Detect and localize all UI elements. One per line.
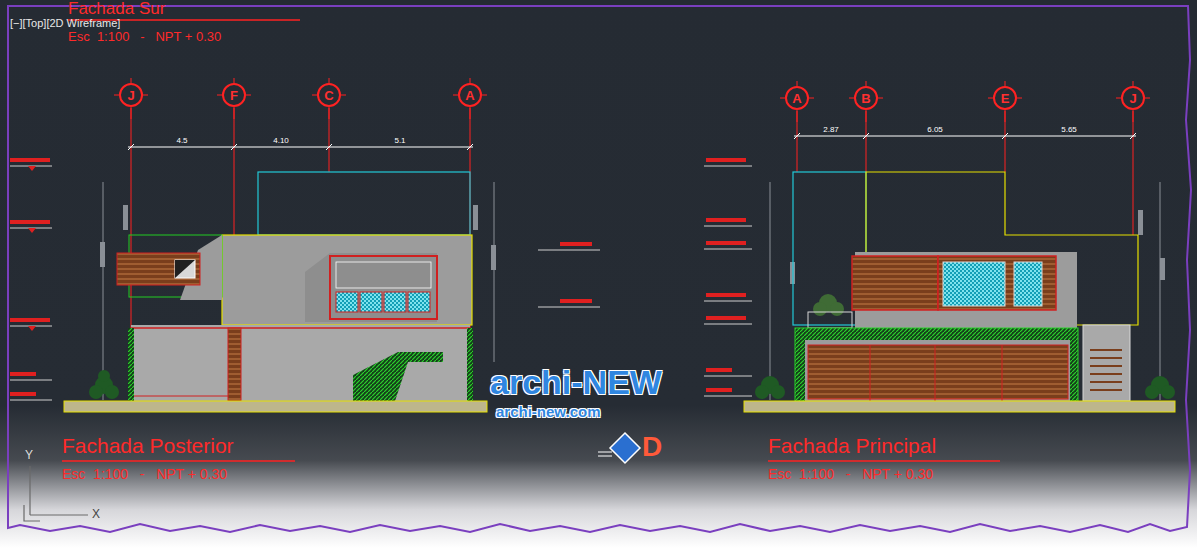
grid-tick bbox=[246, 95, 251, 96]
grid-bubble: C bbox=[317, 83, 341, 107]
grid-bubble: J bbox=[119, 83, 143, 107]
grid-tick bbox=[143, 95, 148, 96]
grid-tick bbox=[482, 95, 487, 96]
scale-note: Esc 1:100 - NPT + 0.30 bbox=[68, 30, 221, 44]
grid-bubble: F bbox=[222, 83, 246, 107]
view-title: Fachada Principal bbox=[768, 434, 936, 457]
dimension: 5.1 bbox=[394, 137, 405, 146]
grid-tick bbox=[1133, 110, 1134, 122]
scale-note: Esc 1:100 - NPT + 0.30 bbox=[62, 467, 227, 482]
grid-tick bbox=[131, 107, 132, 119]
grid-tick bbox=[341, 95, 346, 96]
grid-tick bbox=[797, 110, 798, 122]
grid-bubble: E bbox=[993, 86, 1017, 110]
view-title: Fachada Sur bbox=[68, 0, 165, 19]
watermark: archi-NEW bbox=[490, 364, 662, 401]
grid-letter: C bbox=[324, 89, 333, 102]
dimension: 6.05 bbox=[927, 126, 943, 135]
grid-letter: J bbox=[127, 89, 134, 102]
grid-tick bbox=[470, 107, 471, 119]
dimension: 4.5 bbox=[176, 137, 187, 146]
dimension: 2.87 bbox=[823, 126, 839, 135]
grid-letter: J bbox=[1129, 92, 1136, 105]
grid-tick bbox=[1017, 98, 1022, 99]
dimension: 4.10 bbox=[273, 137, 289, 146]
logo-letter: D bbox=[642, 432, 662, 463]
grid-bubble: A bbox=[458, 83, 482, 107]
grid-tick bbox=[329, 107, 330, 119]
grid-bubble: J bbox=[1121, 86, 1145, 110]
grid-tick bbox=[878, 98, 883, 99]
grid-letter: B bbox=[861, 92, 870, 105]
viewport-label: [−][Top][2D Wireframe] bbox=[10, 17, 120, 29]
axis-letter: Y bbox=[25, 449, 33, 462]
axis-letter: X bbox=[92, 508, 100, 521]
grid-bubble: B bbox=[854, 86, 878, 110]
grid-bubble: A bbox=[785, 86, 809, 110]
grid-tick bbox=[866, 110, 867, 122]
watermark-url: archi-new.com bbox=[496, 404, 600, 421]
grid-letter: E bbox=[1001, 92, 1010, 105]
grid-tick bbox=[234, 107, 235, 119]
grid-letter: F bbox=[230, 89, 238, 102]
grid-letter: A bbox=[465, 89, 474, 102]
grid-tick bbox=[1145, 98, 1150, 99]
dimension: 5.65 bbox=[1061, 126, 1077, 135]
grid-letter: A bbox=[792, 92, 801, 105]
scale-note: Esc 1:100 - NPT + 0.30 bbox=[768, 467, 933, 482]
grid-tick bbox=[1005, 110, 1006, 122]
view-title: Fachada Posterior bbox=[62, 434, 234, 457]
grid-tick bbox=[809, 98, 814, 99]
